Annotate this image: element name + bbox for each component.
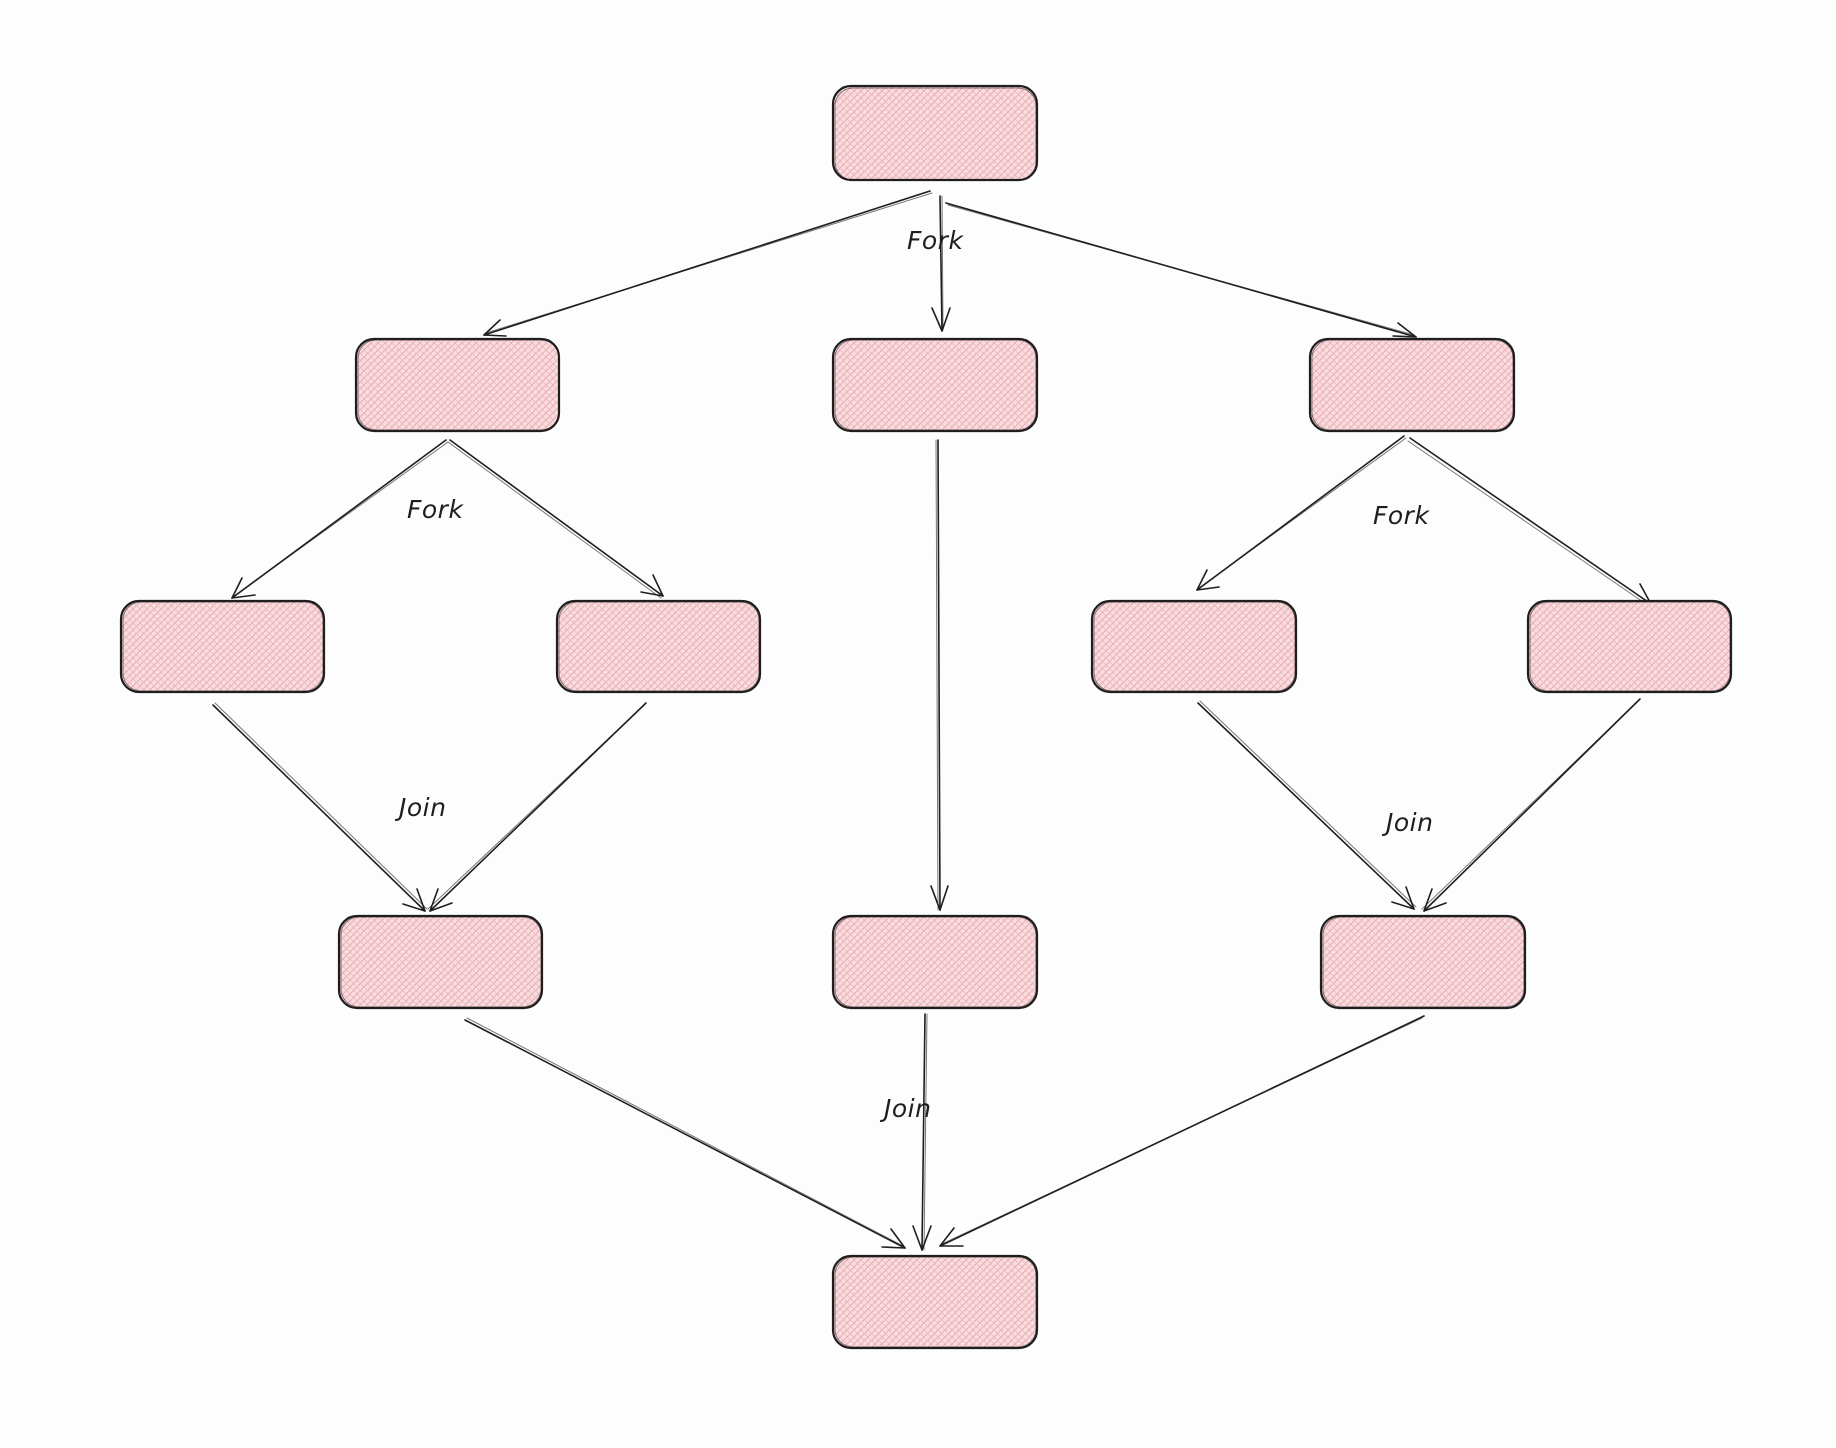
node-left-right-task xyxy=(555,599,762,694)
node-right-left-task xyxy=(1090,599,1298,694)
node-root xyxy=(831,84,1039,182)
edge-right-join-to-final xyxy=(939,1015,1425,1247)
node-final xyxy=(831,1254,1039,1350)
labels-layer: Fork Fork Fork Join Join Join xyxy=(394,226,1433,1123)
node-left-left-task xyxy=(119,599,326,694)
nodes-layer xyxy=(119,84,1733,1350)
edge-right-left-task-to-right-join xyxy=(1197,700,1417,910)
node-center-join xyxy=(831,914,1039,1010)
node-right-right-task xyxy=(1526,599,1733,694)
label-top-fork: Fork xyxy=(907,226,964,255)
edge-left-branch-to-left-left-task xyxy=(231,439,449,599)
label-left-fork: Fork xyxy=(407,495,464,524)
node-left-branch xyxy=(354,337,561,433)
edge-left-join-to-final xyxy=(464,1017,906,1249)
edge-right-branch-to-right-right-task xyxy=(1407,437,1652,607)
node-left-join xyxy=(337,914,544,1010)
edge-root-to-right-branch xyxy=(945,202,1417,338)
edges-layer xyxy=(212,190,1652,1251)
edge-left-right-task-to-left-join xyxy=(427,702,647,912)
edge-right-branch-to-right-left-task xyxy=(1196,435,1407,591)
edge-left-branch-to-left-right-task xyxy=(447,439,664,599)
node-right-join xyxy=(1319,914,1527,1010)
label-final-join: Join xyxy=(879,1094,931,1123)
edge-center-branch-to-center-join xyxy=(930,439,949,911)
node-right-branch xyxy=(1308,337,1516,433)
edge-root-to-left-branch xyxy=(483,190,933,337)
edge-root-to-center-branch xyxy=(931,195,951,332)
edge-left-left-task-to-left-join xyxy=(212,702,428,912)
node-center-branch xyxy=(831,337,1039,433)
edge-center-join-to-final xyxy=(912,1013,932,1251)
label-left-join: Join xyxy=(394,793,446,822)
label-right-fork: Fork xyxy=(1373,501,1430,530)
edge-right-right-task-to-right-join xyxy=(1421,698,1641,912)
label-right-join: Join xyxy=(1381,808,1433,837)
